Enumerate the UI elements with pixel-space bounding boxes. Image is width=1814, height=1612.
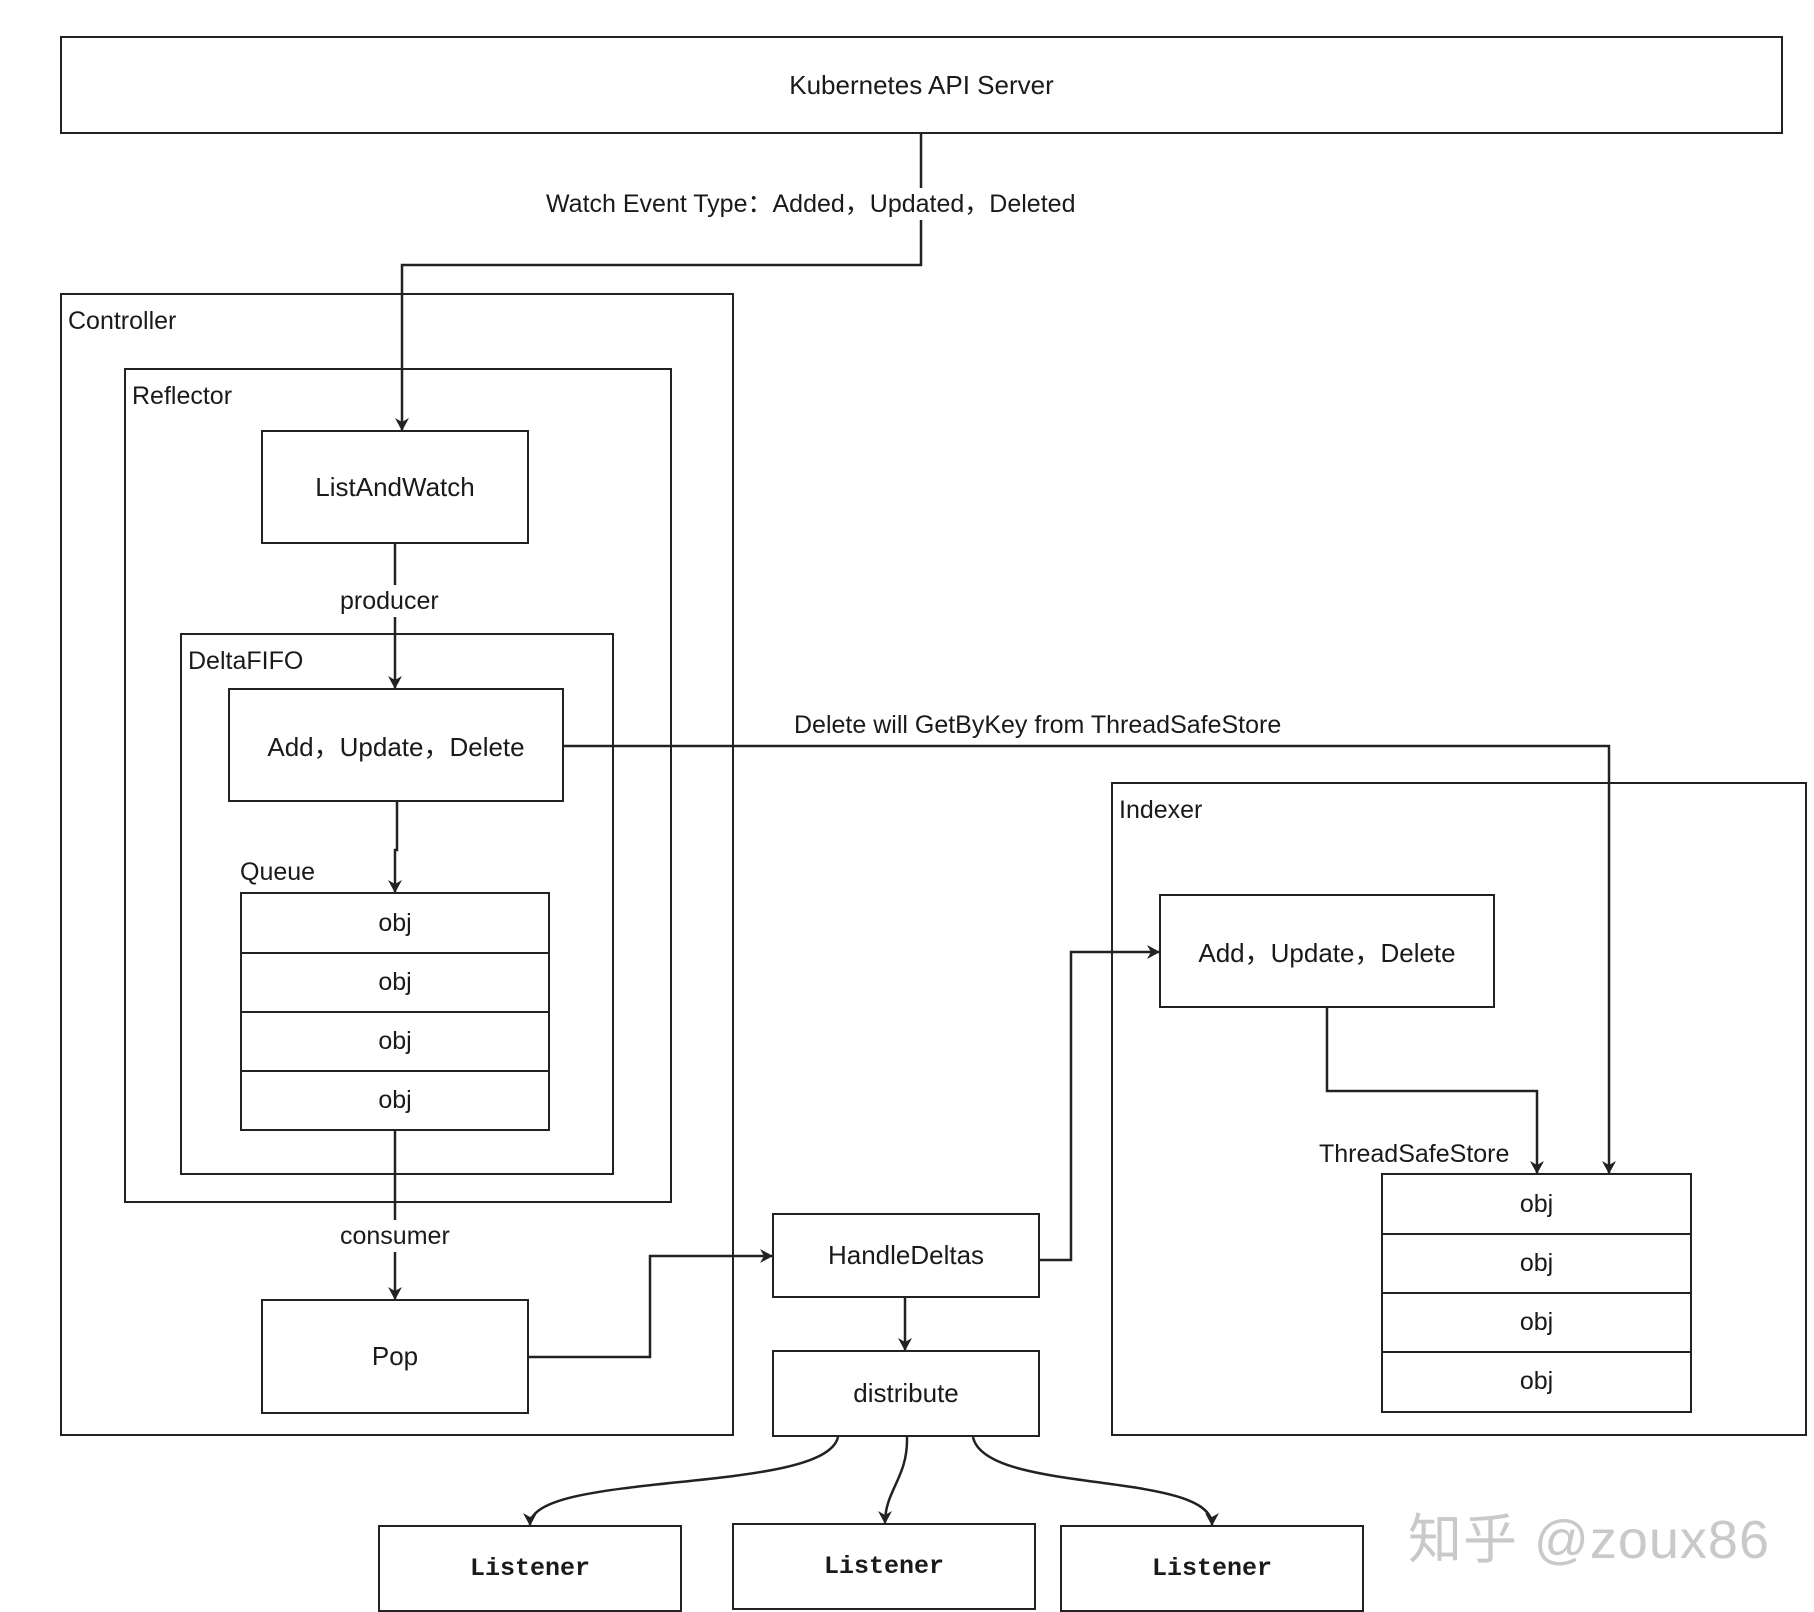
indexer-ops-label: Add，Update，Delete bbox=[1198, 937, 1456, 968]
reflector-container: Reflector bbox=[124, 368, 672, 1203]
arrow-delete-to-store bbox=[564, 744, 1616, 1174]
arrow-distribute-to-listener-3 bbox=[971, 1436, 1219, 1526]
arrow-fifo-ops-to-queue bbox=[388, 802, 402, 893]
listener-box: Listener bbox=[732, 1523, 1036, 1610]
listener-box: Listener bbox=[1060, 1525, 1364, 1612]
threadsafestore-label: ThreadSafeStore bbox=[1319, 1140, 1510, 1168]
consumer-label: consumer bbox=[340, 1220, 450, 1252]
arrow-handledeltas-to-indexer-ops bbox=[1040, 945, 1160, 1262]
queue-label: Queue bbox=[240, 858, 316, 886]
deltafifo-label: DeltaFIFO bbox=[188, 647, 304, 675]
listener-label: Listener bbox=[823, 1552, 945, 1581]
controller-container: Controller bbox=[60, 293, 734, 1436]
listandwatch-box: ListAndWatch bbox=[261, 430, 529, 544]
indexer-ops-box: Add，Update，Delete bbox=[1159, 894, 1495, 1008]
watch-event-label: Watch Event Type：Added，Updated，Deleted bbox=[546, 188, 1076, 220]
pop-label: Pop bbox=[371, 1341, 419, 1371]
listener-label: Listener bbox=[469, 1554, 591, 1583]
distribute-label: distribute bbox=[853, 1378, 959, 1408]
arrow-distribute-to-listener-2 bbox=[878, 1436, 909, 1524]
listener-box: Listener bbox=[378, 1525, 682, 1612]
listener-label: Listener bbox=[1151, 1554, 1273, 1583]
queue-item: obj bbox=[378, 1085, 412, 1114]
distribute-box: distribute bbox=[772, 1350, 1040, 1437]
store-item: obj bbox=[1519, 1367, 1554, 1395]
handledeltas-label: HandleDeltas bbox=[827, 1240, 985, 1270]
threadsafestore-box: obj obj obj obj bbox=[1381, 1173, 1692, 1413]
fifo-ops-label: Add，Update，Delete bbox=[267, 731, 525, 762]
arrow-distribute-to-listener-1 bbox=[523, 1436, 840, 1526]
producer-label: producer bbox=[340, 585, 439, 617]
store-item: obj bbox=[1383, 1294, 1690, 1353]
queue-item: obj bbox=[242, 894, 548, 954]
queue-item: obj bbox=[242, 954, 548, 1013]
arrow-indexer-ops-to-store bbox=[1325, 1008, 1544, 1174]
store-item: obj bbox=[1383, 1235, 1690, 1294]
controller-label: Controller bbox=[68, 307, 177, 335]
fifo-ops-box: Add，Update，Delete bbox=[228, 688, 564, 802]
listandwatch-label: ListAndWatch bbox=[315, 471, 475, 502]
api-server-box: Kubernetes API Server bbox=[60, 36, 1783, 134]
delete-getbykey-label: Delete will GetByKey from ThreadSafeStor… bbox=[794, 711, 1282, 739]
pop-box: Pop bbox=[261, 1299, 529, 1414]
indexer-container: Indexer bbox=[1111, 782, 1807, 1436]
arrow-pop-to-handledeltas bbox=[528, 1249, 773, 1359]
api-server-label: Kubernetes API Server bbox=[789, 69, 1054, 100]
deltafifo-container: DeltaFIFO bbox=[180, 633, 614, 1175]
watermark-text: 知乎 @zoux86 bbox=[1408, 1510, 1770, 1570]
indexer-label: Indexer bbox=[1119, 796, 1203, 824]
queue-box: obj obj obj obj bbox=[240, 892, 550, 1131]
reflector-label: Reflector bbox=[132, 382, 233, 410]
store-item: obj bbox=[1383, 1175, 1690, 1235]
queue-item: obj bbox=[242, 1013, 548, 1072]
handledeltas-box: HandleDeltas bbox=[772, 1213, 1040, 1298]
